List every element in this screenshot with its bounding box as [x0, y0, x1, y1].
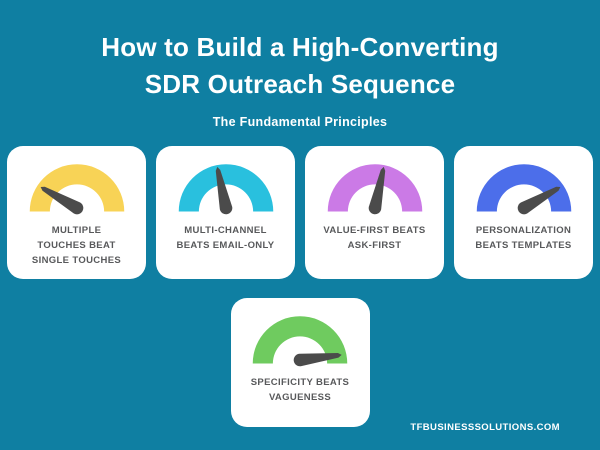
principles-row-top: MULTIPLE TOUCHES BEAT SINGLE TOUCHES MUL… — [0, 145, 600, 279]
gauge-icon — [178, 164, 273, 215]
website-url: TFBUSINESSSOLUTIONS.COM — [410, 422, 560, 433]
principles-row-bottom: SPECIFICITY BEATS VAGUENESS — [0, 297, 600, 427]
principle-card-personalization: PERSONALIZATION BEATS TEMPLATES — [454, 145, 593, 279]
principle-card-specificity: SPECIFICITY BEATS VAGUENESS — [230, 297, 370, 427]
gauge-needle — [215, 166, 232, 215]
gauge-arc — [29, 164, 124, 212]
gauge-arc — [178, 164, 273, 212]
gauge-icon — [29, 164, 124, 215]
gauge-needle — [517, 186, 560, 215]
principle-label: MULTI-CHANNEL BEATS EMAIL-ONLY — [176, 224, 275, 251]
header: How to Build a High-Converting SDR Outre… — [0, 0, 600, 129]
page-title: How to Build a High-Converting SDR Outre… — [101, 32, 499, 99]
principle-label: SPECIFICITY BEATS VAGUENESS — [250, 376, 350, 403]
principle-card-multi-channel: MULTI-CHANNEL BEATS EMAIL-ONLY — [156, 145, 295, 279]
gauge-arc — [252, 316, 348, 364]
principle-card-multiple-touches: MULTIPLE TOUCHES BEAT SINGLE TOUCHES — [7, 145, 146, 279]
gauge-needle — [40, 186, 83, 215]
principle-label: PERSONALIZATION BEATS TEMPLATES — [475, 224, 572, 251]
gauge-needle — [368, 166, 385, 215]
gauge-arc — [327, 164, 422, 212]
gauge-arc — [476, 164, 571, 212]
gauge-icon — [476, 164, 571, 215]
principle-label: MULTIPLE TOUCHES BEAT SINGLE TOUCHES — [31, 224, 122, 267]
principle-card-value-first: VALUE-FIRST BEATS ASK-FIRST — [305, 145, 444, 279]
gauge-needle — [293, 352, 342, 367]
gauge-icon — [252, 316, 348, 367]
principle-label: VALUE-FIRST BEATS ASK-FIRST — [323, 224, 426, 251]
page-subtitle: The Fundamental Principles — [212, 114, 388, 129]
gauge-icon — [327, 164, 422, 215]
